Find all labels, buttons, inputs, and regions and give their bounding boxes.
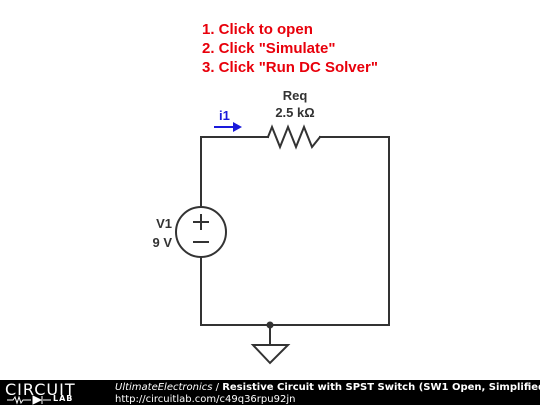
footer-bar: CIRCUIT LAB UltimateElectronics / Resist… xyxy=(0,380,540,405)
breadcrumb-separator: / xyxy=(212,382,223,393)
footer-caption: UltimateElectronics / Resistive Circuit … xyxy=(115,382,540,406)
resistor-symbol[interactable] xyxy=(266,124,322,150)
circuitlab-logo[interactable]: CIRCUIT LAB xyxy=(5,380,97,405)
voltage-source-symbol[interactable] xyxy=(175,206,227,258)
plus-sign xyxy=(193,214,209,230)
logo-text-bottom: LAB xyxy=(53,394,74,403)
resistor-value: 2.5 kΩ xyxy=(275,105,314,120)
instruction-step-1: 1. Click to open xyxy=(202,21,313,38)
ground-junction-dot xyxy=(266,321,274,329)
circuit-url[interactable]: http://circuitlab.com/c49q36rpu92jn xyxy=(115,394,296,405)
instructions: 1. Click to open 2. Click "Simulate" 3. … xyxy=(202,20,378,77)
instruction-step-2: 2. Click "Simulate" xyxy=(202,40,336,57)
logo-text-top: CIRCUIT xyxy=(5,380,76,399)
ground-symbol[interactable] xyxy=(250,344,291,365)
circuit-schematic[interactable]: i1 Req 2.5 kΩ V1 9 V xyxy=(0,0,540,380)
circuit-title: Resistive Circuit with SPST Switch (SW1 … xyxy=(222,382,540,393)
current-label: i1 xyxy=(219,108,230,123)
instruction-step-3: 3. Click "Run DC Solver" xyxy=(202,59,378,76)
source-value: 9 V xyxy=(152,235,172,250)
logo-waveform-icon xyxy=(7,395,51,405)
author-link[interactable]: UltimateElectronics xyxy=(115,382,213,393)
current-arrow xyxy=(214,122,242,132)
source-name: V1 xyxy=(156,216,172,231)
resistor-name: Req xyxy=(283,88,308,103)
